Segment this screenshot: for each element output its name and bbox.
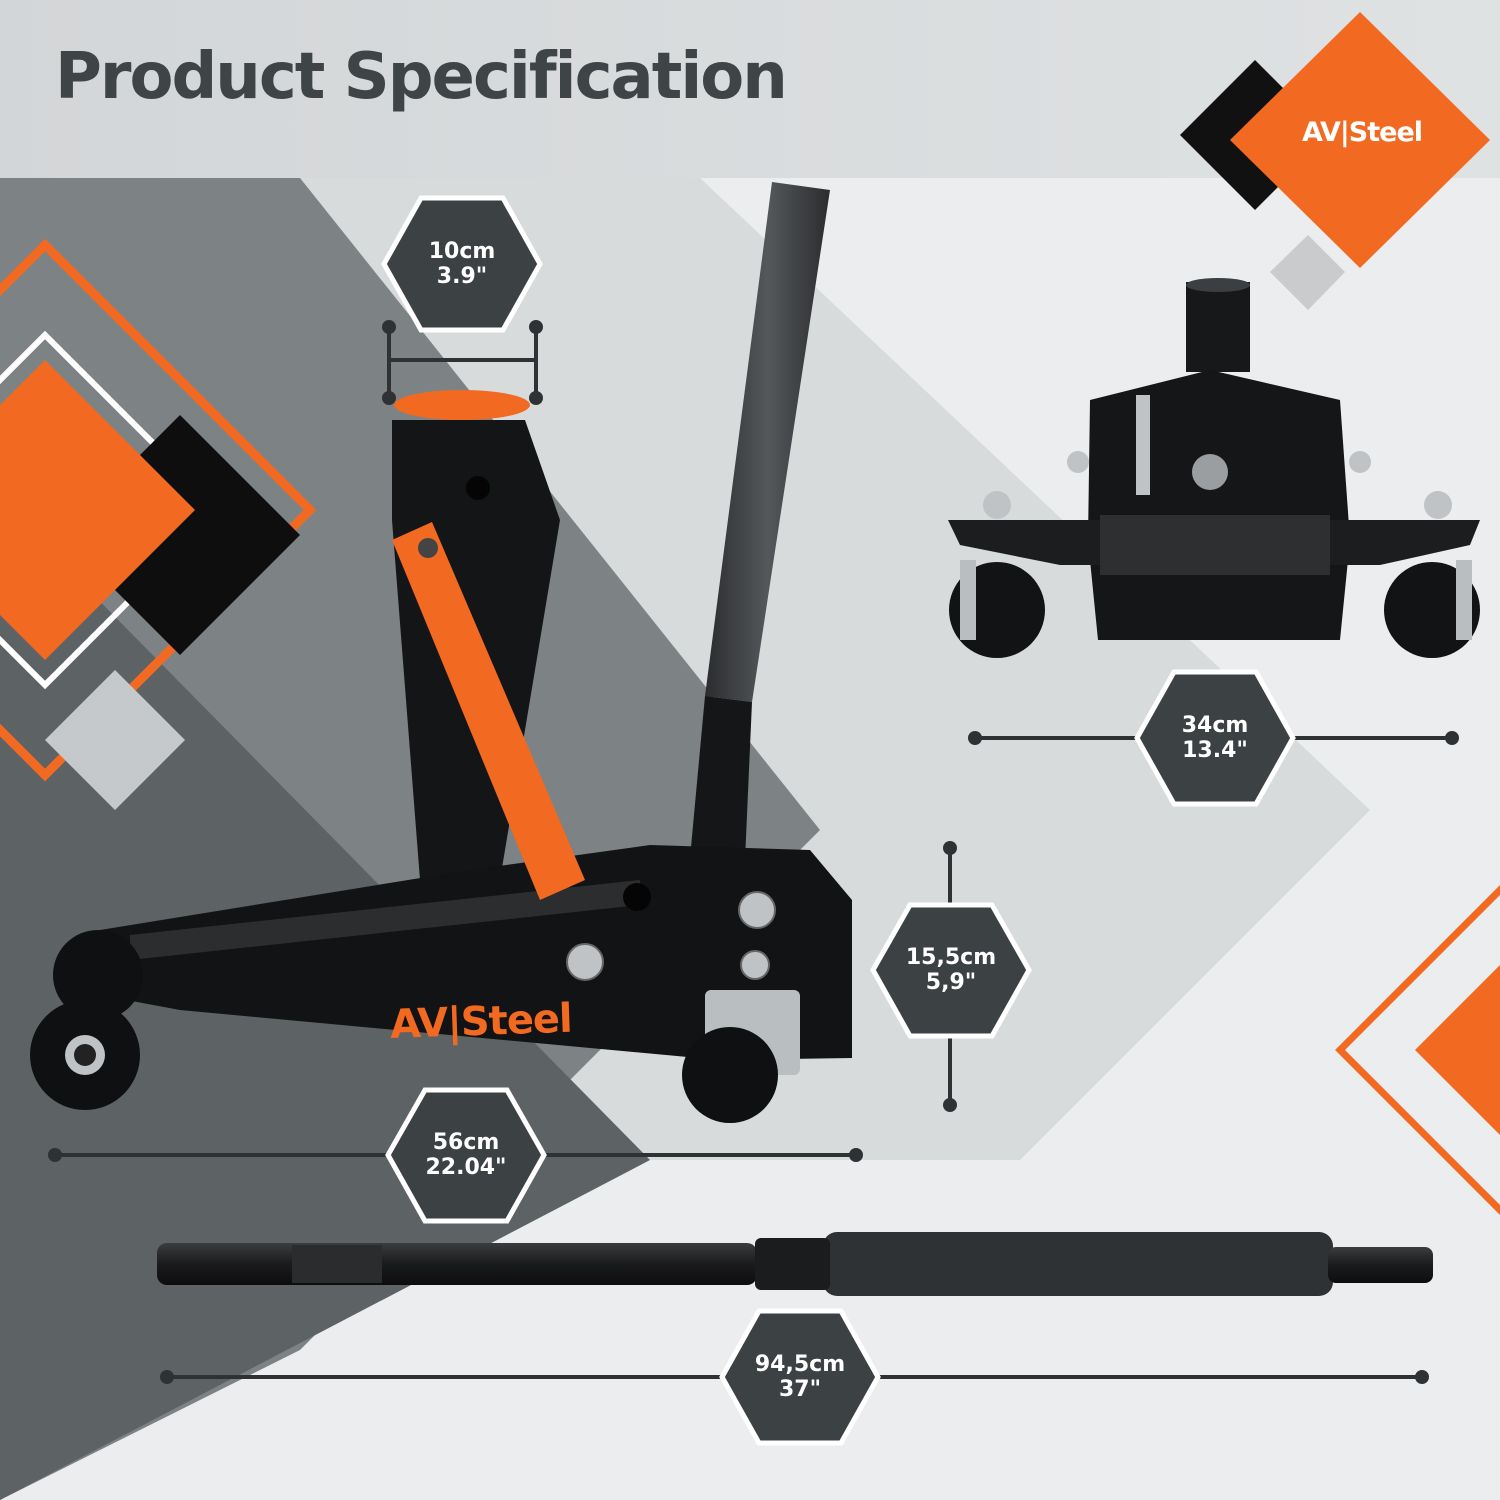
saddle-dimension-line <box>387 327 538 398</box>
handle-bar-knurl <box>292 1245 382 1283</box>
jack-orange-arm <box>392 522 585 900</box>
jack-pivot-bolt <box>466 476 490 500</box>
logo-orange-diamond <box>1230 12 1490 268</box>
width-imperial: 13.4" <box>1182 738 1248 763</box>
badge-height: 15,5cm 5,9" <box>886 945 1016 995</box>
bolt <box>623 883 651 911</box>
front-view-bolt <box>1067 451 1089 473</box>
handle-bar-joint <box>755 1238 830 1290</box>
front-view-bolt <box>983 491 1011 519</box>
handle-imperial: 37" <box>778 1377 822 1402</box>
badge-width: 34cm 13.4" <box>1150 713 1280 763</box>
badge-length: 56cm 22.04" <box>401 1130 531 1180</box>
jack-saddle <box>394 390 530 420</box>
bolt <box>740 950 770 980</box>
front-view-fork-left <box>960 560 976 640</box>
dimension-dot <box>1415 1370 1429 1384</box>
front-view-plate <box>1100 515 1330 575</box>
bolt <box>738 891 776 929</box>
front-view-piston <box>1136 395 1150 495</box>
dimension-dot <box>849 1148 863 1162</box>
handle-bar-grip <box>823 1232 1333 1296</box>
front-wheel-hub-hole <box>74 1044 96 1066</box>
dimension-dot <box>529 391 543 405</box>
jack-frame <box>100 845 852 1060</box>
deco-grey-diamond <box>45 670 185 810</box>
jack-handle-tube <box>705 182 830 702</box>
front-view-pipe <box>1186 282 1250 372</box>
front-view-body <box>1088 370 1350 640</box>
width-metric: 34cm <box>1181 713 1249 738</box>
saddle-metric: 10cm <box>428 239 496 264</box>
front-view-bolt <box>1424 491 1452 519</box>
front-view-gear <box>1192 454 1228 490</box>
caster-wheel <box>682 1027 778 1123</box>
handle-bar-thin <box>157 1243 757 1285</box>
height-imperial: 5,9" <box>925 970 977 995</box>
dimension-dot <box>48 1148 62 1162</box>
brand-logo: AV|Steel <box>1301 117 1423 148</box>
dimension-dot <box>968 731 982 745</box>
handle-metric: 94,5cm <box>754 1352 846 1377</box>
length-imperial: 22.04" <box>425 1155 507 1180</box>
jack-frame-side <box>130 880 640 960</box>
dimension-dot <box>160 1370 174 1384</box>
badge-hexagon <box>381 195 543 333</box>
length-metric: 56cm <box>432 1130 500 1155</box>
product-brand-label: AV|Steel <box>389 995 573 1048</box>
height-metric: 15,5cm <box>905 945 997 970</box>
page-title: Product Specification <box>55 40 788 114</box>
badge-hexagon <box>1134 669 1296 807</box>
handle-bar-end <box>1328 1247 1433 1283</box>
front-wheel-rear <box>53 930 143 1020</box>
deco-orange-outline <box>0 238 317 782</box>
front-view-fork-right <box>1456 560 1472 640</box>
dimension-dot <box>529 320 543 334</box>
deco-orange-diamond <box>0 360 195 660</box>
badge-hexagon <box>719 1308 881 1446</box>
saddle-imperial: 3.9" <box>436 264 488 289</box>
dimension-dot <box>943 841 957 855</box>
dimension-dot <box>1445 731 1459 745</box>
dimension-dot <box>382 391 396 405</box>
jack-handle-socket <box>690 696 752 860</box>
deco-right-outline <box>1335 885 1500 1215</box>
badge-hexagon <box>385 1087 547 1224</box>
front-view-pipe-top <box>1186 278 1250 292</box>
badge-hexagon <box>870 902 1032 1039</box>
front-view-bolt <box>1349 451 1371 473</box>
dimension-dot <box>382 320 396 334</box>
deco-right-orange <box>1415 965 1500 1135</box>
bolt <box>566 943 604 981</box>
badge-saddle: 10cm 3.9" <box>397 239 527 289</box>
jack-pin <box>418 538 438 558</box>
badge-handle: 94,5cm 37" <box>735 1352 865 1402</box>
dimension-dot <box>943 1098 957 1112</box>
logo-grey-diamond <box>1270 235 1345 310</box>
